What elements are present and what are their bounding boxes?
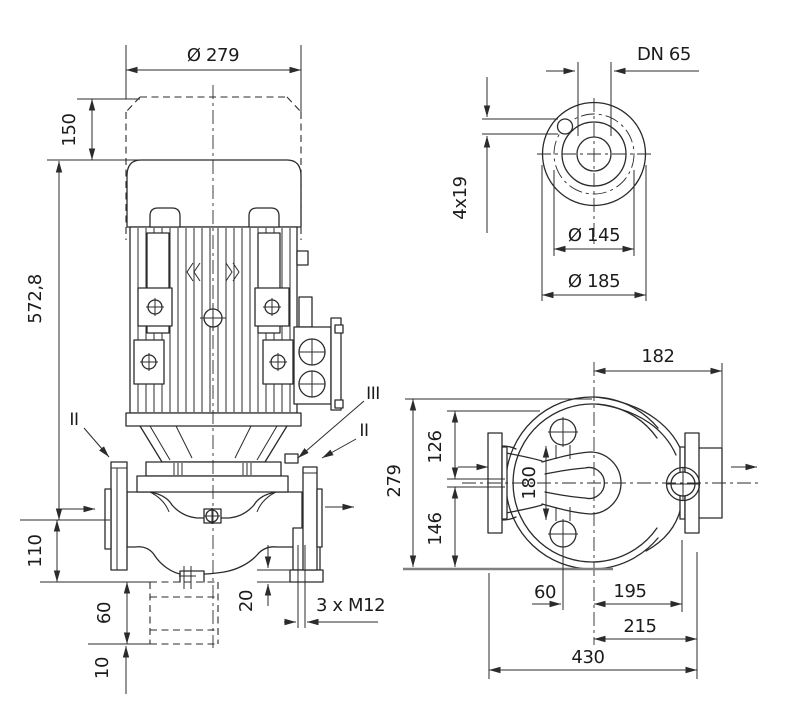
motor-fin-body xyxy=(129,207,309,414)
dim-bolt-holes: 4x19 xyxy=(450,77,558,233)
volute-casing xyxy=(126,475,303,589)
dim-center-to-boss-label: 195 xyxy=(613,581,646,602)
dim-pad-thickness: 20 xyxy=(236,545,290,612)
bearing-plate xyxy=(136,475,289,493)
break-marks xyxy=(186,262,240,282)
dim-motor-diameter: Ø 279 xyxy=(125,45,302,112)
drain-plug xyxy=(179,566,196,589)
dim-grout-depth-label: 10 xyxy=(92,657,113,679)
flange-detail-view: DN 65 4x19 Ø 145 Ø 185 xyxy=(450,44,699,301)
dim-axis-to-back-label: 146 xyxy=(425,512,446,545)
port-label-right: II xyxy=(359,421,368,441)
port-label-left: II xyxy=(69,410,78,430)
dim-flange-outer-label: Ø 185 xyxy=(568,271,620,292)
vent-plug xyxy=(284,453,299,464)
dim-pitch-circle-label: Ø 145 xyxy=(568,225,620,246)
dim-plug-distance-label: 180 xyxy=(519,466,540,499)
dim-plan-depth-label: 279 xyxy=(384,464,405,497)
foundation-block xyxy=(149,581,219,645)
gauge-boss-outer xyxy=(665,466,701,502)
terminal-box xyxy=(293,296,344,411)
pedestal xyxy=(179,573,205,583)
lifting-lug-right xyxy=(248,207,280,228)
dim-plan-depth: 279 126 146 xyxy=(384,398,592,567)
foot-pad xyxy=(289,569,324,583)
pump-lantern xyxy=(125,412,302,477)
dim-bottom-row: 60 195 215 430 xyxy=(488,540,698,679)
dim-grout-depth: 10 xyxy=(92,646,130,694)
dim-axis-height: 110 xyxy=(25,520,153,583)
dim-overall-height: 572,8 xyxy=(20,161,110,521)
flange-centerlines xyxy=(537,98,651,245)
dim-foundation-depth-label: 60 xyxy=(94,602,115,624)
discharge-flange xyxy=(289,466,324,628)
leader-vent: III xyxy=(297,384,380,459)
dim-nominal-diameter-label: DN 65 xyxy=(637,44,691,65)
plan-view: 182 279 126 146 180 60 195 215 430 xyxy=(384,346,758,679)
dim-center-to-edge-label: 182 xyxy=(641,346,674,367)
terminal-box-flange xyxy=(330,317,342,411)
leader-port-right: II xyxy=(321,421,369,459)
lifting-lug-left xyxy=(149,207,181,228)
dim-plug-offset-label: 60 xyxy=(534,582,556,603)
dim-plug-distance: 180 xyxy=(519,446,550,520)
dim-motor-diameter-label: Ø 279 xyxy=(187,45,239,66)
dim-pitch-circle: Ø 145 xyxy=(553,170,635,256)
dim-overall-length-label: 430 xyxy=(571,647,604,668)
dim-bolt-holes-label: 4x19 xyxy=(450,176,471,219)
dim-foot-threads-label: 3 x M12 xyxy=(316,595,385,616)
dim-axis-to-front-label: 126 xyxy=(425,430,446,463)
seal-housing xyxy=(145,461,282,477)
flange-bolt-hole xyxy=(556,118,574,135)
dim-overall-height-label: 572,8 xyxy=(25,274,46,324)
dim-flange-outer: Ø 185 xyxy=(541,165,647,301)
dim-motor-crown: 150 xyxy=(47,98,152,161)
casing-bolt-bottom xyxy=(548,507,578,549)
dim-foot-threads: 3 x M12 xyxy=(284,595,386,626)
dim-pad-thickness-label: 20 xyxy=(236,590,257,612)
casing-bolt-top xyxy=(548,417,578,459)
dim-foundation-depth: 60 xyxy=(88,582,153,645)
dim-axis-height-label: 110 xyxy=(25,534,46,567)
vent-label: III xyxy=(366,384,380,404)
dim-nominal-diameter: DN 65 xyxy=(546,44,699,136)
dim-center-to-end-label: 215 xyxy=(623,616,656,637)
motor-side-stub xyxy=(296,250,309,266)
dim-center-to-edge: 182 xyxy=(594,346,723,450)
front-view: Ø 279 150 572,8 110 60 10 xyxy=(20,45,386,694)
dim-motor-crown-label: 150 xyxy=(59,113,80,146)
leader-port-left: II xyxy=(69,410,110,458)
suction-flange xyxy=(104,461,128,571)
